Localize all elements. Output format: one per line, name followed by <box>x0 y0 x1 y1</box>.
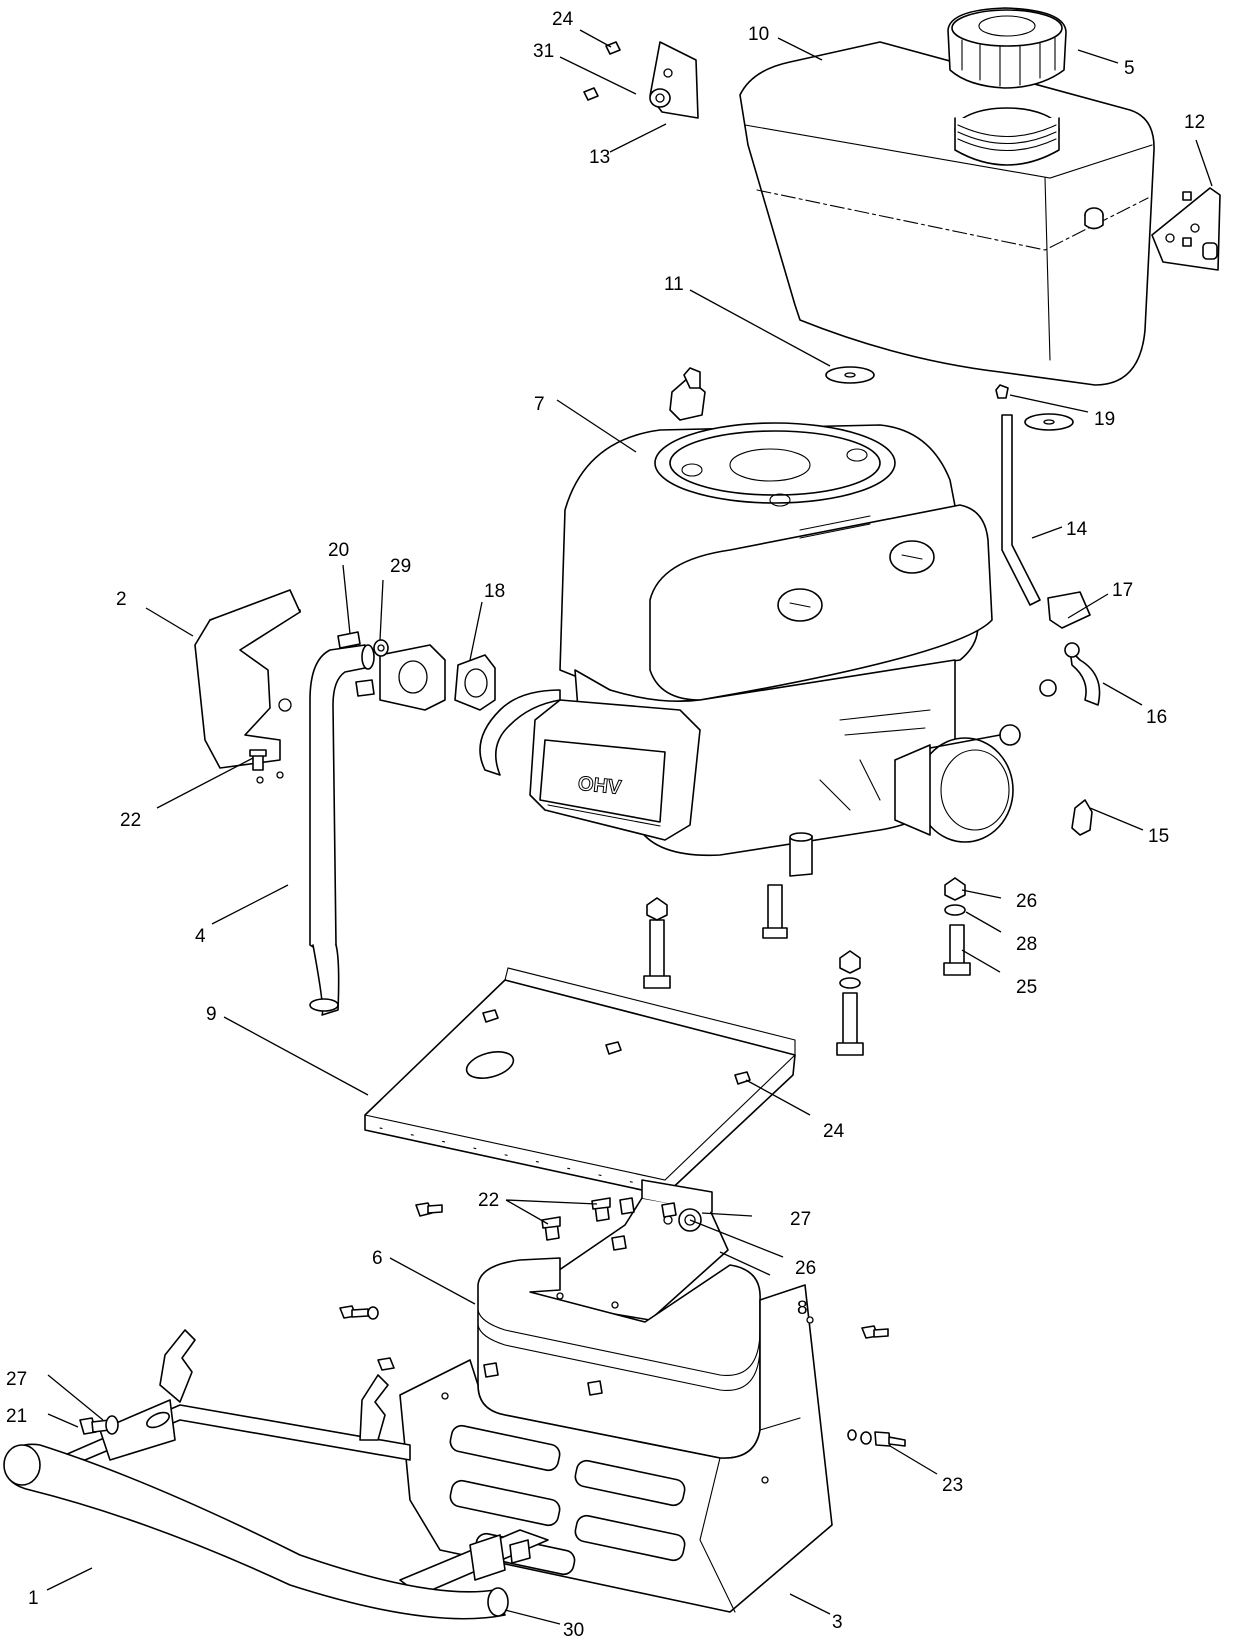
callout-10: 10 <box>748 24 769 45</box>
muffler <box>477 1257 761 1459</box>
callout-5: 5 <box>1124 58 1135 79</box>
callout-30: 30 <box>563 1620 584 1641</box>
callout-31: 31 <box>533 41 554 62</box>
callout-26-mid: 26 <box>795 1258 816 1279</box>
callout-25: 25 <box>1016 977 1037 998</box>
callout-13: 13 <box>589 147 610 168</box>
leader-lines <box>46 29 1213 1625</box>
engine: OHV <box>479 367 1021 877</box>
callout-3: 3 <box>832 1612 843 1633</box>
callout-12: 12 <box>1184 112 1205 133</box>
callout-2: 2 <box>116 589 127 610</box>
tank-bracket-right <box>1151 187 1221 271</box>
engine-deck-plate <box>364 967 796 1207</box>
heat-shield <box>194 589 301 784</box>
engine-mount-bolts <box>643 877 971 1056</box>
callout-16: 16 <box>1146 707 1167 728</box>
tank-mount-washers <box>825 366 1074 431</box>
callout-7: 7 <box>534 394 545 415</box>
exhaust-flange <box>337 631 446 711</box>
callout-24-top: 24 <box>552 9 574 30</box>
callout-15: 15 <box>1148 826 1169 847</box>
callout-1: 1 <box>28 1588 39 1609</box>
exhaust-pipe <box>309 644 375 1016</box>
callout-28: 28 <box>1016 934 1037 955</box>
muffler-bracket <box>529 1179 729 1321</box>
callout-4: 4 <box>195 926 206 947</box>
fuel-cap <box>947 7 1067 89</box>
fuel-line <box>995 384 1101 706</box>
callout-26-top: 26 <box>1016 891 1037 912</box>
callout-6: 6 <box>372 1248 383 1269</box>
callout-23: 23 <box>942 1475 963 1496</box>
callout-22-mid: 22 <box>478 1190 499 1211</box>
callout-17: 17 <box>1112 580 1133 601</box>
callout-19: 19 <box>1094 409 1115 430</box>
callout-27-mid: 27 <box>790 1209 811 1230</box>
bumper-bar <box>3 1443 509 1620</box>
fuel-tank <box>739 41 1155 386</box>
callout-labels: 24 31 13 10 5 12 11 19 7 14 17 16 15 20 … <box>6 9 1205 1641</box>
callout-22-left: 22 <box>120 810 141 831</box>
callout-27-left: 27 <box>6 1369 27 1390</box>
callout-21: 21 <box>6 1406 27 1427</box>
callout-24-mid: 24 <box>823 1121 845 1142</box>
callout-20: 20 <box>328 540 349 561</box>
bumper-frame <box>64 1329 549 1596</box>
exhaust-gasket <box>454 654 496 711</box>
callout-14: 14 <box>1066 519 1088 540</box>
tank-bracket-left <box>583 41 699 119</box>
engine-ohv-emboss: OHV <box>577 773 623 799</box>
callout-9: 9 <box>206 1004 217 1025</box>
callout-8: 8 <box>797 1298 808 1319</box>
loose-hardware <box>79 1197 906 1447</box>
callout-18: 18 <box>484 581 505 602</box>
callout-11: 11 <box>664 274 684 295</box>
callout-29: 29 <box>390 556 411 577</box>
retaining-clip <box>1071 799 1093 836</box>
